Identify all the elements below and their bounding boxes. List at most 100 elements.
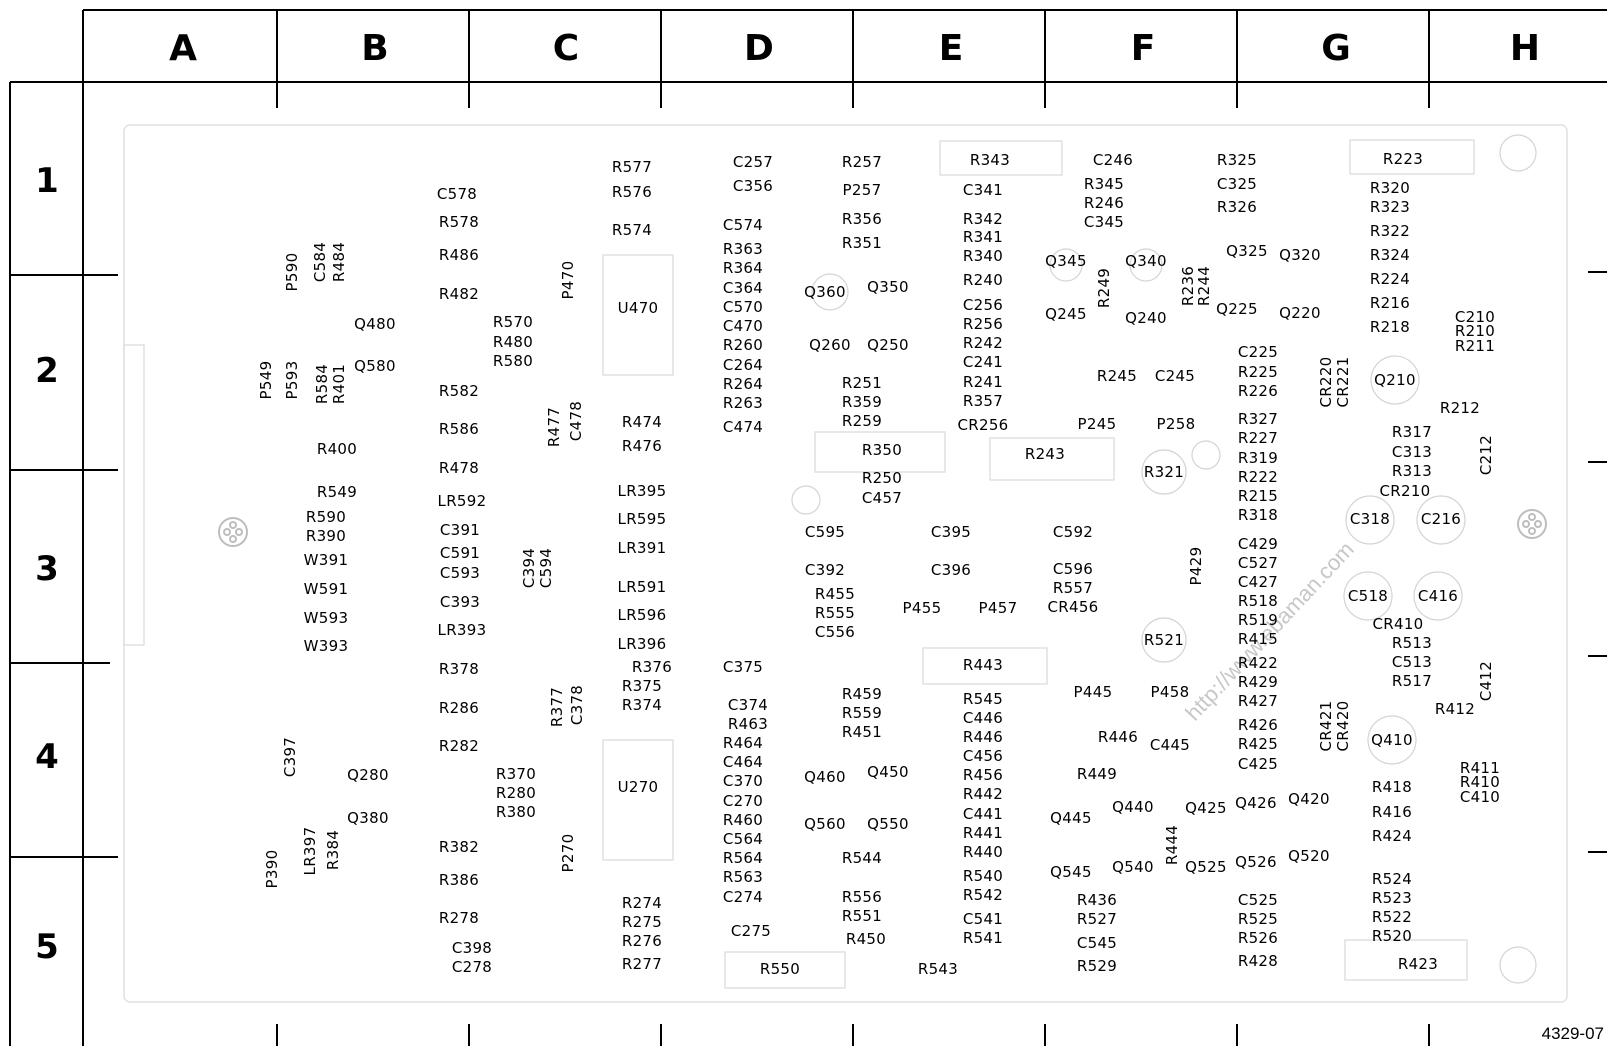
component-label: R264 — [723, 375, 763, 393]
component-label: R260 — [723, 336, 763, 354]
component-label: Q425 — [1185, 799, 1227, 817]
component-label: R226 — [1238, 382, 1278, 400]
component-label: C275 — [731, 922, 771, 940]
component-label: Q520 — [1288, 847, 1330, 865]
row-heading-3: 3 — [35, 549, 59, 589]
component-label: P457 — [979, 599, 1018, 617]
component-label: C446 — [963, 709, 1003, 727]
component-label: W393 — [304, 637, 349, 655]
component-label-vertical: P593 — [283, 361, 301, 400]
component-label: R428 — [1238, 952, 1278, 970]
component-label: R523 — [1372, 889, 1412, 907]
component-label: C470 — [723, 317, 763, 335]
component-label: U270 — [618, 778, 659, 796]
component-label: R440 — [963, 843, 1003, 861]
component-label: LR592 — [438, 492, 487, 510]
column-heading-a: A — [169, 28, 197, 69]
component-label: C441 — [963, 805, 1003, 823]
component-label: R326 — [1217, 198, 1257, 216]
component-label: R559 — [842, 704, 882, 722]
component-label: C410 — [1460, 788, 1500, 806]
component-label: Q540 — [1112, 858, 1154, 876]
component-label: R374 — [622, 696, 662, 714]
component-label: R322 — [1370, 222, 1410, 240]
component-label: C464 — [723, 753, 763, 771]
component-label: R442 — [963, 785, 1003, 803]
component-label: R443 — [963, 656, 1003, 674]
component-label: R375 — [622, 677, 662, 695]
component-label: C518 — [1348, 587, 1388, 605]
component-label: Q260 — [809, 336, 851, 354]
component-label: C241 — [963, 353, 1003, 371]
component-label-vertical: P590 — [283, 253, 301, 292]
component-label: R476 — [622, 437, 662, 455]
component-label: C527 — [1238, 554, 1278, 572]
component-label: R380 — [496, 803, 536, 821]
component-label: R441 — [963, 824, 1003, 842]
component-label-vertical: C378 — [568, 685, 586, 725]
component-label: R577 — [612, 158, 652, 176]
component-label: Q220 — [1279, 304, 1321, 322]
component-label: R544 — [842, 849, 882, 867]
component-label: C318 — [1350, 510, 1390, 528]
component-label: R241 — [963, 373, 1003, 391]
component-label: R586 — [439, 420, 479, 438]
component-label: C545 — [1077, 934, 1117, 952]
component-label: Q440 — [1112, 798, 1154, 816]
component-label: C392 — [805, 561, 845, 579]
component-label: CR410 — [1372, 615, 1423, 633]
component-label: P258 — [1157, 415, 1196, 433]
component-label: R463 — [728, 715, 768, 733]
component-label: C345 — [1084, 213, 1124, 231]
component-label: R382 — [439, 838, 479, 856]
component-label: R474 — [622, 413, 662, 431]
component-label: R345 — [1084, 175, 1124, 193]
component-label: R215 — [1238, 487, 1278, 505]
component-label: R455 — [815, 585, 855, 603]
component-label: C541 — [963, 910, 1003, 928]
component-label: R250 — [862, 469, 902, 487]
component-label: R590 — [306, 508, 346, 526]
component-label: C370 — [723, 772, 763, 790]
component-label: C574 — [723, 216, 763, 234]
component-label: R224 — [1370, 270, 1410, 288]
component-label: R386 — [439, 871, 479, 889]
component-label: Q360 — [804, 283, 846, 301]
component-label: LR393 — [438, 621, 487, 639]
component-label: R527 — [1077, 910, 1117, 928]
grid-frame — [9, 9, 1607, 1046]
component-label: C278 — [452, 958, 492, 976]
component-label: C257 — [733, 153, 773, 171]
component-label: C210 — [1455, 308, 1495, 326]
component-label: Q280 — [347, 766, 389, 784]
component-label-vertical: P270 — [559, 834, 577, 873]
board-outline — [123, 124, 1568, 1003]
component-label: C395 — [931, 523, 971, 541]
component-label: R543 — [918, 960, 958, 978]
component-label: R480 — [493, 333, 533, 351]
component-label: R517 — [1392, 672, 1432, 690]
component-label: C393 — [440, 593, 480, 611]
component-label: R277 — [622, 955, 662, 973]
component-label: C375 — [723, 658, 763, 676]
component-label: Q380 — [347, 809, 389, 827]
component-label: R343 — [970, 151, 1010, 169]
component-label-vertical: CR220 — [1317, 356, 1335, 407]
component-label: R518 — [1238, 592, 1278, 610]
column-heading-d: D — [744, 28, 774, 69]
component-label-vertical: C394 — [520, 548, 538, 588]
component-label: R449 — [1077, 765, 1117, 783]
component-label: R412 — [1435, 700, 1475, 718]
component-label: Q445 — [1050, 809, 1092, 827]
component-label-vertical: CR221 — [1334, 356, 1352, 407]
component-label: W391 — [304, 551, 349, 569]
component-label: R411 — [1460, 759, 1500, 777]
component-label: R282 — [439, 737, 479, 755]
column-heading-g: G — [1321, 28, 1351, 69]
row-headings: 1 2 3 4 5 — [35, 161, 59, 967]
component-label: R519 — [1238, 611, 1278, 629]
component-label: C364 — [723, 279, 763, 297]
component-label-vertical: CR420 — [1334, 700, 1352, 751]
component-label: R464 — [723, 734, 763, 752]
component-label: R424 — [1372, 827, 1412, 845]
